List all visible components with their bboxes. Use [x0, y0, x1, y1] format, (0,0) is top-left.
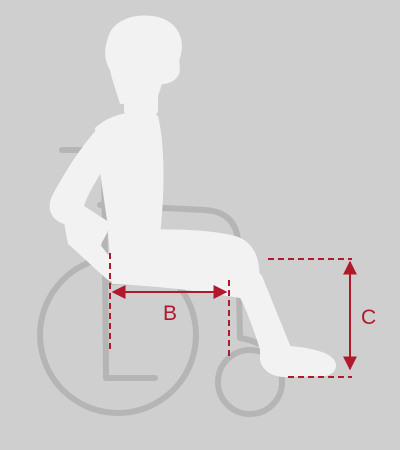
lower-leg-shape — [230, 262, 292, 356]
label-b: B — [163, 302, 177, 325]
torso-shape — [95, 112, 164, 240]
thigh-shape — [108, 229, 260, 300]
upper-arm-shape — [49, 128, 112, 246]
forearm-hand-shape — [64, 222, 129, 283]
person-silhouette — [49, 15, 337, 377]
neck-shape — [124, 92, 158, 116]
measurement-overlay — [109, 253, 357, 378]
head-shape — [105, 15, 182, 104]
foot-shape — [260, 346, 337, 377]
label-c: C — [361, 306, 376, 329]
front-caster — [215, 347, 285, 417]
